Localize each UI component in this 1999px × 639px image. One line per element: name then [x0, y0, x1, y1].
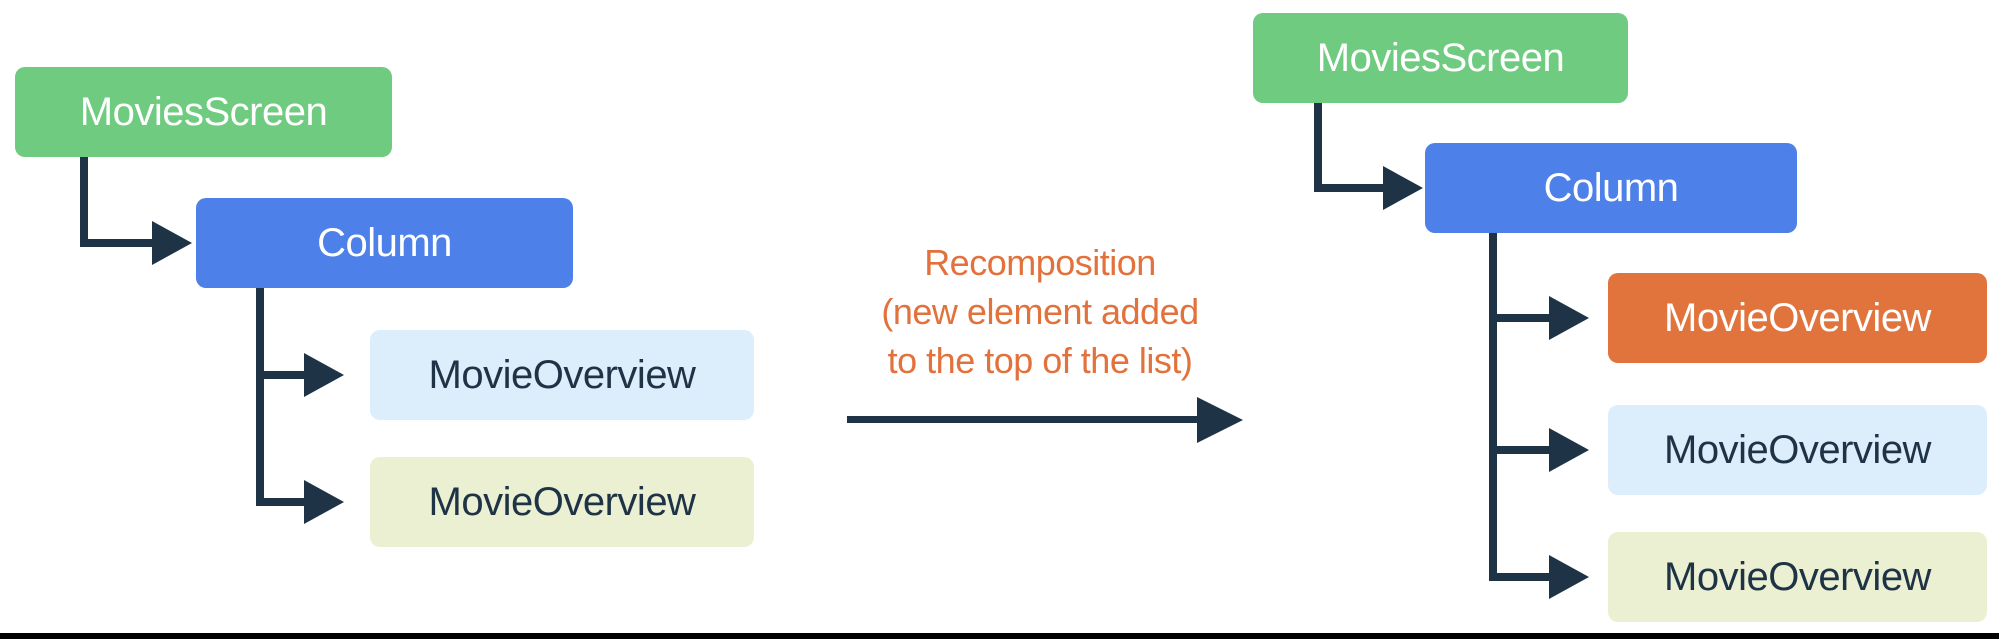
node-label: MovieOverview	[1664, 554, 1931, 599]
arrow-head-icon	[1549, 555, 1589, 599]
recomposition-label-line1: Recomposition	[924, 242, 1156, 283]
recomposition-label: Recomposition (new element added to the …	[820, 238, 1260, 385]
connector-line	[80, 157, 88, 247]
node-label: MovieOverview	[428, 352, 696, 397]
arrow-head-icon	[1383, 166, 1423, 210]
node-movieoverview-right-1: MovieOverview	[1608, 273, 1987, 363]
node-movieoverview-right-3: MovieOverview	[1608, 532, 1987, 622]
node-label: Column	[317, 220, 452, 265]
connector-line	[80, 239, 152, 247]
arrow-head-icon	[1549, 296, 1589, 340]
node-column-left: Column	[196, 198, 573, 288]
bottom-divider	[0, 633, 1999, 639]
node-label: MovieOverview	[428, 479, 696, 524]
recomposition-label-line3: to the top of the list)	[887, 340, 1193, 381]
connector-line	[256, 371, 304, 379]
node-label: Column	[1543, 165, 1679, 210]
node-label: MoviesScreen	[79, 89, 328, 134]
recomposition-label-line2: (new element added	[881, 291, 1199, 332]
node-label: MovieOverview	[1664, 295, 1931, 340]
node-movieoverview-left-2: MovieOverview	[370, 457, 754, 547]
arrow-head-icon	[152, 221, 192, 265]
node-movieoverview-left-1: MovieOverview	[370, 330, 754, 420]
node-label: MovieOverview	[1664, 427, 1931, 472]
node-moviesscreen-left: MoviesScreen	[15, 67, 392, 157]
node-movieoverview-right-2: MovieOverview	[1608, 405, 1987, 495]
connector-line	[847, 416, 1199, 423]
connector-line	[1489, 573, 1549, 581]
arrow-head-icon	[1549, 428, 1589, 472]
connector-line	[1314, 184, 1383, 192]
connector-line	[256, 288, 264, 506]
arrow-head-icon	[1197, 397, 1243, 443]
connector-line	[1314, 103, 1322, 192]
connector-line	[1489, 446, 1549, 454]
connector-line	[1489, 314, 1549, 322]
arrow-head-icon	[304, 353, 344, 397]
node-label: MoviesScreen	[1316, 35, 1565, 80]
node-column-right: Column	[1425, 143, 1797, 233]
node-moviesscreen-right: MoviesScreen	[1253, 13, 1628, 103]
connector-line	[256, 498, 304, 506]
connector-line	[1489, 233, 1497, 581]
arrow-head-icon	[304, 480, 344, 524]
